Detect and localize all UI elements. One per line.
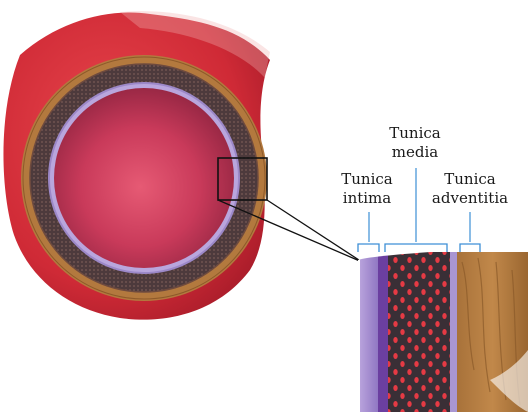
tunica-adventitia-label: Tunica adventitia — [420, 170, 520, 208]
tunica-adventitia-label-line2: adventitia — [420, 189, 520, 208]
zoom-intima — [360, 252, 380, 412]
tunica-media-label-line2: media — [370, 143, 460, 162]
tunica-media-label-line1: Tunica — [370, 124, 460, 143]
zoom-media — [388, 252, 452, 412]
lumen — [54, 88, 234, 268]
tunica-intima-label-line2: intima — [327, 189, 407, 208]
intima-bracket — [358, 244, 379, 252]
tunica-adventitia-label-line1: Tunica — [420, 170, 520, 189]
tunica-media-label: Tunica media — [370, 124, 460, 162]
tunica-intima-label: Tunica intima — [327, 170, 407, 208]
tunica-intima-label-line1: Tunica — [327, 170, 407, 189]
connector-bottom — [267, 200, 362, 262]
media-bracket — [385, 244, 447, 252]
